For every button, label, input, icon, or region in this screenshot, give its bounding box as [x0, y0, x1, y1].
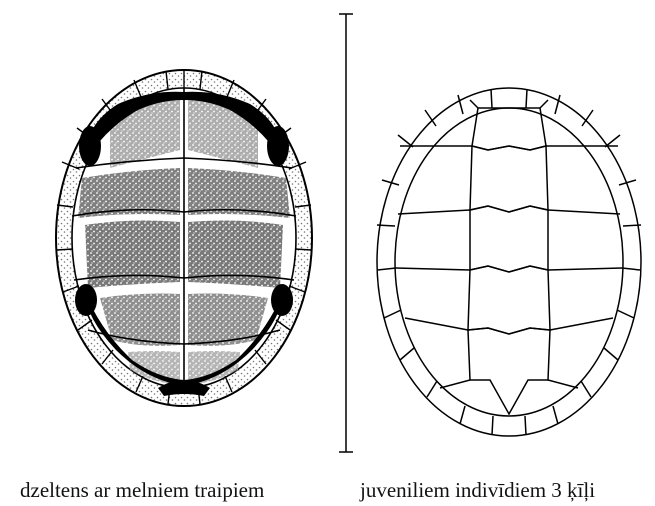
caption-right: juveniliem indivīdiem 3 ķīļi — [360, 476, 652, 504]
patterned-carapace — [56, 70, 312, 406]
caption-left: dzeltens ar melniem traipiem — [20, 476, 320, 504]
scale-bar — [339, 14, 353, 452]
outline-carapace — [377, 88, 641, 436]
